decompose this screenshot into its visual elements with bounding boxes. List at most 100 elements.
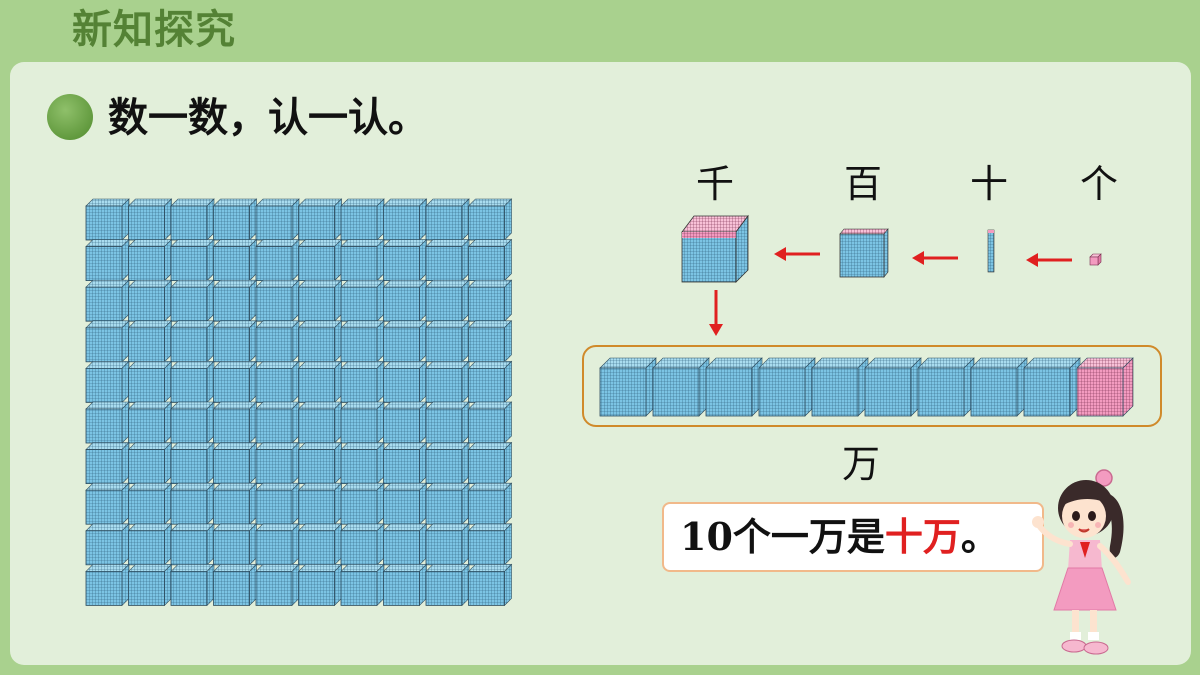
- thousand-cube: [917, 357, 975, 417]
- thousand-cube: [425, 360, 470, 404]
- thousand-cube: [340, 360, 385, 404]
- thousand-cube: [382, 563, 428, 607]
- thousand-cube: [170, 198, 215, 241]
- thousand-cube: [467, 401, 513, 444]
- thousand-cube: [382, 198, 428, 241]
- thousand-cube: [212, 320, 258, 363]
- thousand-cube: [467, 441, 513, 485]
- thousand-cube: [85, 238, 130, 282]
- thousand-cube: [170, 279, 215, 322]
- thousand-cube: [85, 482, 130, 525]
- thousand-cube: [467, 279, 513, 322]
- thousand-cube: [127, 279, 173, 322]
- arrow-left-icon: [1026, 253, 1072, 267]
- thousand-cube: [255, 238, 300, 282]
- thousand-cube: [212, 523, 258, 566]
- thousand-cube: [864, 357, 922, 417]
- thousand-cube: [170, 563, 215, 607]
- thousand-cube: [467, 198, 513, 241]
- thousand-cube: [467, 360, 513, 404]
- thousand-cube: [811, 357, 869, 417]
- thousand-cube: [255, 401, 300, 444]
- hundred-thousand-cubes-grid: [85, 198, 513, 607]
- thousand-cube: [127, 482, 173, 525]
- thousand-cube: [170, 401, 215, 444]
- thousand-cube: [652, 357, 710, 417]
- thousand-cube: [340, 401, 385, 444]
- thousand-cube: [85, 360, 130, 404]
- thousand-cube: [85, 198, 130, 241]
- thousand-cube: [170, 320, 215, 363]
- thousand-cube: [255, 320, 300, 363]
- thousand-cube: [467, 482, 513, 525]
- arrow-left-icon: [774, 247, 820, 261]
- thousand-cube: [297, 563, 343, 607]
- thousand-cube: [340, 320, 385, 363]
- thousand-cube: [425, 523, 470, 566]
- thousand-cube: [255, 523, 300, 566]
- thousand-cube: [382, 523, 428, 566]
- green-bullet-icon: [47, 94, 93, 140]
- label-one: 个: [1080, 162, 1119, 206]
- sentence-highlight: 十万: [884, 514, 961, 559]
- thousand-cube: [297, 320, 343, 363]
- section-title: 新知探究: [72, 7, 236, 53]
- arrow-left-icon: [912, 251, 958, 265]
- thousand-cube: [212, 563, 258, 607]
- sentence-box: [662, 502, 1044, 572]
- thousand-cube: [382, 360, 428, 404]
- thousand-cube: [382, 238, 428, 282]
- thousand-cube: [1023, 357, 1081, 417]
- thousand-cube: [297, 279, 343, 322]
- thousand-cube: [85, 441, 130, 485]
- thousand-cube: [212, 238, 258, 282]
- thousand-cube: [970, 357, 1028, 417]
- thousand-cube: [85, 563, 130, 607]
- thousand-cube: [212, 401, 258, 444]
- thousand-cube: [255, 482, 300, 525]
- thousand-cube: [599, 357, 657, 417]
- conclusion-sentence: 10个一万是十万。: [680, 508, 999, 566]
- thousand-cube: [127, 441, 173, 485]
- thousand-cube: [425, 198, 470, 241]
- thousand-cube: [297, 238, 343, 282]
- activity-heading: 数一数，认一认。: [108, 95, 428, 141]
- ten-rod-icon: [987, 229, 995, 273]
- thousand-cube: [127, 320, 173, 363]
- label-hundred: 百: [844, 162, 883, 206]
- sentence-prefix: 10个一万是: [680, 514, 885, 559]
- thousand-cube: [297, 360, 343, 404]
- thousand-cube: [297, 523, 343, 566]
- thousand-cube: [170, 441, 215, 485]
- thousand-cube: [467, 563, 513, 607]
- thousand-cube: [340, 198, 385, 241]
- thousand-cube: [382, 441, 428, 485]
- thousand-cube: [85, 320, 130, 363]
- thousand-cube: [382, 482, 428, 525]
- thousand-cube: [127, 523, 173, 566]
- thousand-cube: [425, 563, 470, 607]
- thousand-cube: [212, 279, 258, 322]
- thousand-cube: [340, 563, 385, 607]
- thousand-cube: [127, 198, 173, 241]
- thousand-cube: [170, 238, 215, 282]
- thousand-cube: [255, 441, 300, 485]
- thousand-cube: [467, 320, 513, 363]
- thousand-cube: [255, 563, 300, 607]
- thousand-cube: [382, 401, 428, 444]
- arrow-down-icon: [709, 290, 723, 336]
- ten-thousand-box: [582, 345, 1162, 427]
- thousand-cube: [127, 360, 173, 404]
- thousand-cube: [297, 441, 343, 485]
- thousand-cube: [255, 279, 300, 322]
- label-ten: 十: [970, 162, 1009, 206]
- thousand-cube: [425, 482, 470, 525]
- thousand-cube: [85, 279, 130, 322]
- thousand-cube: [85, 523, 130, 566]
- thousand-cube: [340, 238, 385, 282]
- thousand-cube: [340, 279, 385, 322]
- thousand-cube: [1076, 357, 1134, 417]
- thousand-cube: [467, 523, 513, 566]
- thousand-cube: [425, 441, 470, 485]
- thousand-cube: [127, 238, 173, 282]
